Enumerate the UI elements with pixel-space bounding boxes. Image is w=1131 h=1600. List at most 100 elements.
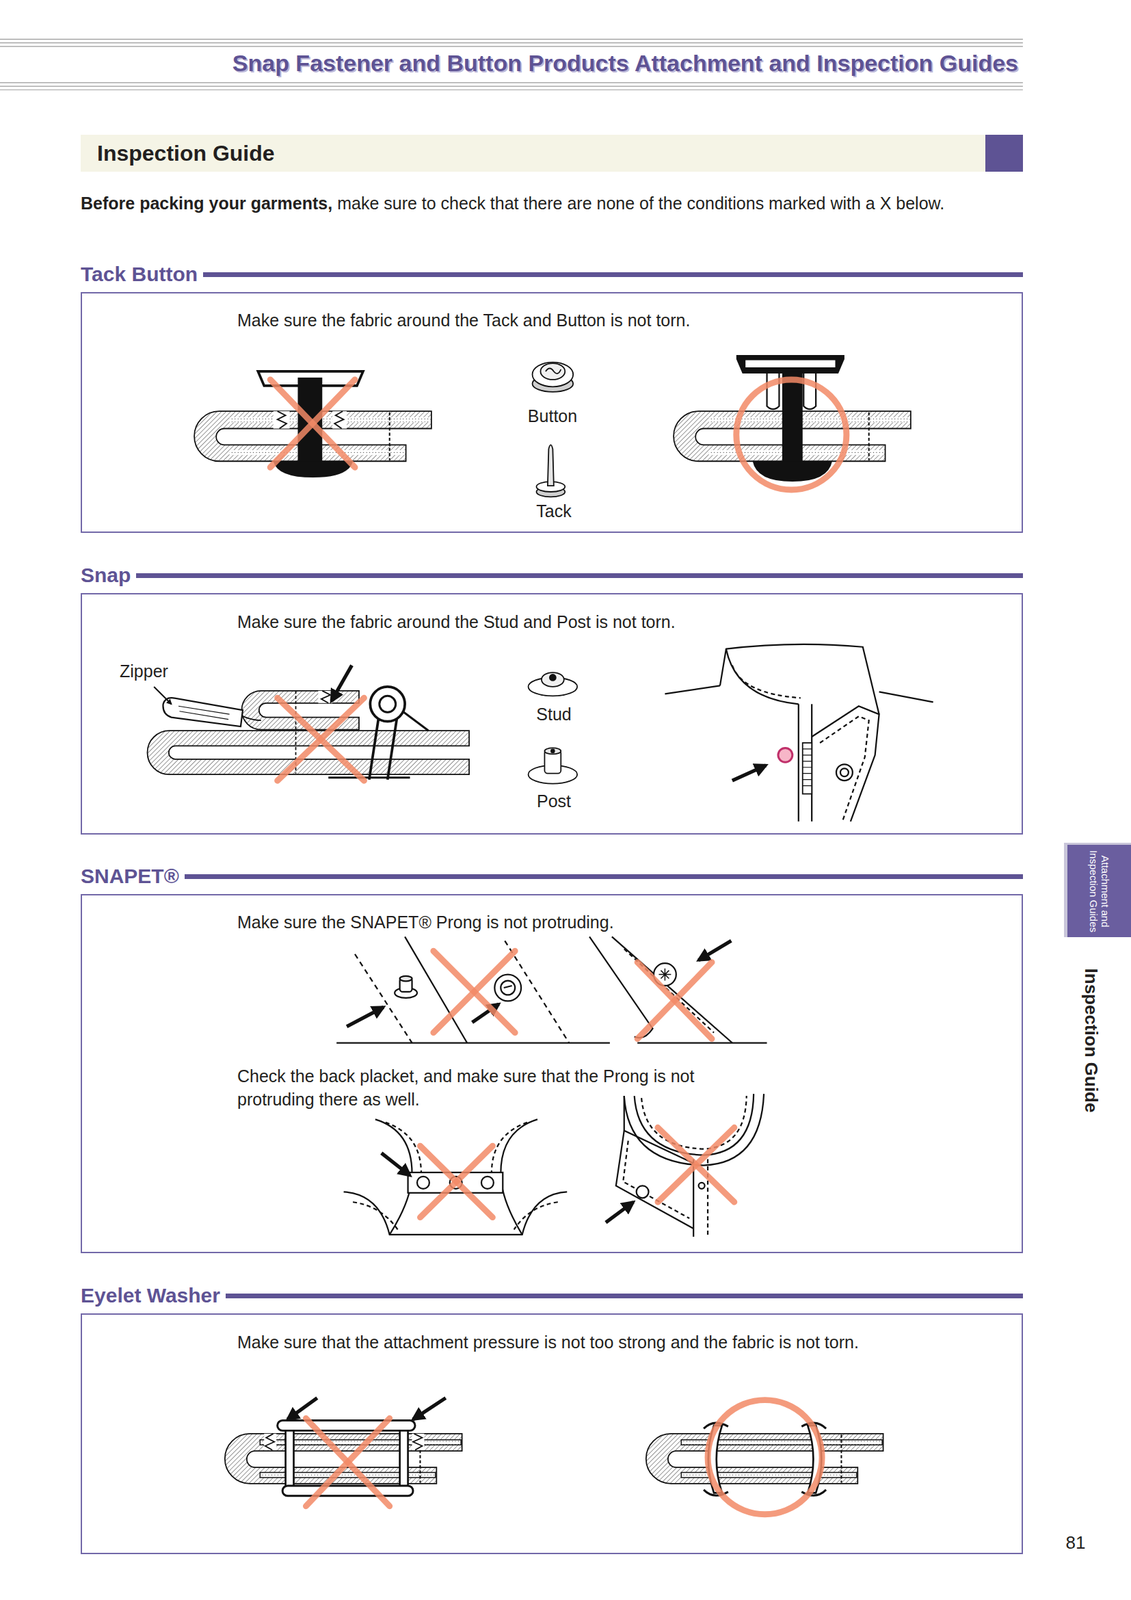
- header-rules: [0, 42, 1023, 44]
- back-placket: [375, 1118, 413, 1173]
- back-collar: [641, 1095, 747, 1149]
- post-icon: [544, 747, 561, 754]
- wrong-mark: [433, 950, 515, 1032]
- heading-rule: [203, 272, 1023, 277]
- inspection-panel: SNAPET®Make sure the SNAPET® Prong is no…: [80, 893, 1023, 1253]
- wrong-mark: [637, 962, 712, 1039]
- snap-torn: [328, 776, 410, 779]
- wrong-mark: [305, 1417, 390, 1506]
- post-icon: [528, 747, 578, 783]
- leader-line: [153, 686, 171, 704]
- wrong-mark: [305, 1417, 390, 1506]
- snapet-fold-view: [637, 1041, 767, 1043]
- pointer-arrow: [331, 665, 353, 701]
- part-name: Stud: [536, 703, 571, 725]
- tack-icon: [547, 444, 554, 486]
- instruction-text: Make sure the SNAPET® Prong is not protr…: [237, 910, 615, 934]
- shirt-collar: [720, 644, 880, 714]
- snapet-fold-view: [589, 936, 768, 1043]
- snap-torn: [162, 697, 243, 727]
- page-title: Snap Fastener and Button Products Attach…: [232, 47, 1019, 78]
- wrong-mark: [305, 1417, 390, 1506]
- post-icon: [551, 749, 555, 753]
- back-placket: [343, 1118, 568, 1235]
- part-name: Button: [527, 405, 578, 427]
- shirt-collar: [840, 767, 849, 777]
- back-placket: [500, 1172, 522, 1235]
- snap-highlight: [778, 747, 793, 762]
- button-icon: [540, 363, 565, 380]
- wrong-mark: [277, 697, 365, 781]
- back-placket: [514, 1201, 558, 1229]
- pointer-arrow: [698, 940, 732, 960]
- tack-button-torn: [332, 410, 347, 429]
- heading-rule: [184, 873, 1023, 879]
- tack-button-torn: [194, 371, 432, 478]
- tack-button-torn: [277, 410, 287, 429]
- eyelet-torn: [400, 1427, 409, 1488]
- heading-row: Tack Button: [80, 261, 1023, 287]
- inspection-panel: Eyelet WasherMake sure that the attachme…: [80, 1312, 1023, 1554]
- pointer-arrow: [413, 1397, 446, 1419]
- back-collar: [698, 1182, 705, 1189]
- stud-icon: [549, 674, 556, 681]
- instruction-text: Make sure the fabric around the Stud and…: [237, 609, 676, 634]
- wrong-mark: [657, 1126, 735, 1202]
- instruction-text: Check the back placket, and make sure th…: [237, 1063, 764, 1111]
- wrong-mark: [637, 962, 712, 1039]
- instruction-text: Make sure that the attachment pressure i…: [237, 1329, 859, 1354]
- snap-torn: [321, 690, 331, 703]
- back-placket: [417, 1176, 430, 1189]
- snapet-front-view: [400, 975, 413, 981]
- shirt-collar: [664, 644, 933, 822]
- wrong-mark: [270, 379, 355, 468]
- snapet-front-view: [503, 985, 513, 988]
- shirt-collar: [802, 742, 812, 794]
- section-band: Inspection Guide: [80, 134, 1023, 172]
- snap-torn: [178, 705, 230, 719]
- wrong-mark: [277, 697, 365, 781]
- shirt-collar: [819, 715, 870, 822]
- shirt-collar: [797, 703, 800, 822]
- back-collar: [624, 1093, 764, 1165]
- tack-button-torn: [273, 460, 353, 478]
- part-name: Tack: [536, 500, 571, 522]
- heading-row: Snap: [80, 562, 1023, 588]
- header-rules: [0, 89, 1023, 91]
- heading-rule: [136, 573, 1023, 578]
- snapet-fold-view: [658, 968, 671, 981]
- section-heading: SNAPET®: [80, 864, 180, 888]
- back-placket: [343, 1191, 568, 1235]
- band-heading: Inspection Guide: [97, 134, 275, 172]
- intro-note: Before packing your garments,make sure t…: [80, 192, 1011, 215]
- back-placket: [385, 1122, 422, 1174]
- button-icon: [532, 362, 574, 392]
- button-icon: [545, 368, 561, 375]
- side-heading: Inspection Guide: [1081, 968, 1102, 1113]
- wrong-mark: [419, 1145, 493, 1217]
- snapet-fold-view: [611, 936, 733, 1043]
- back-placket: [491, 1122, 528, 1174]
- section-heading: Eyelet Washer: [80, 1283, 221, 1307]
- back-collar: [634, 1093, 754, 1155]
- shirt-collar: [802, 748, 812, 786]
- shirt-collar: [811, 705, 879, 822]
- wrong-mark: [270, 379, 355, 468]
- page-number: 81: [1066, 1531, 1086, 1553]
- snapet-front-view: [336, 936, 610, 1043]
- stud-icon: [528, 672, 578, 696]
- eyelet-torn: [285, 1427, 295, 1488]
- shirt-collar: [879, 691, 934, 702]
- wrong-mark: [433, 950, 515, 1032]
- wrong-mark: [277, 697, 365, 781]
- pointer-arrow: [381, 1152, 411, 1176]
- shirt-collar: [732, 665, 801, 699]
- snap-torn: [379, 695, 396, 712]
- section-heading: Tack Button: [80, 262, 198, 286]
- wrong-mark: [657, 1126, 735, 1202]
- wrong-mark: [657, 1126, 735, 1202]
- shirt-collar: [726, 648, 799, 705]
- wrong-mark: [270, 379, 355, 468]
- back-placket: [481, 1176, 494, 1189]
